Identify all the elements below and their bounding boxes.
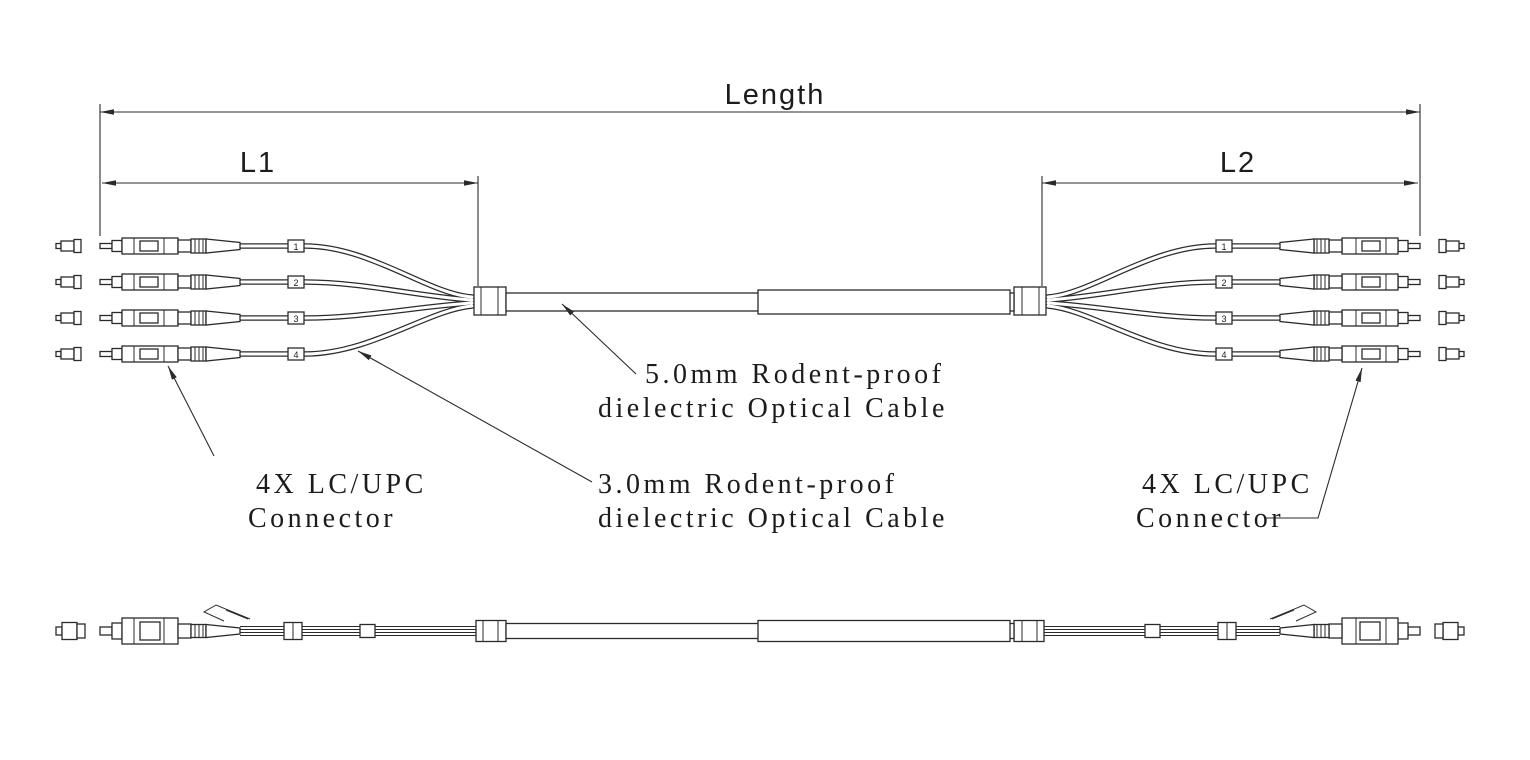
top-view: 1 2 3 4 1 2 3 4 bbox=[56, 238, 1464, 362]
right-connector-label-line2: Connector bbox=[1136, 503, 1284, 534]
left-breakout-assembly bbox=[56, 238, 506, 362]
fanout-number: 3 bbox=[293, 314, 298, 324]
fanout-number: 2 bbox=[1221, 278, 1226, 288]
cable-5mm-label-line2: dielectric Optical Cable bbox=[598, 393, 948, 424]
l2-dimension-label: L2 bbox=[1220, 147, 1256, 179]
cable-3mm-label-line2: dielectric Optical Cable bbox=[598, 503, 948, 534]
left-side-assembly bbox=[56, 605, 506, 644]
dimension-lines: Length L1 L2 bbox=[99, 79, 1421, 286]
fanout-number: 1 bbox=[1221, 242, 1226, 252]
length-dimension-label: Length bbox=[725, 79, 826, 111]
fanout-number: 3 bbox=[1221, 314, 1226, 324]
cable-3mm-label-line1: 3.0mm Rodent-proof bbox=[598, 469, 897, 500]
trunk-cable bbox=[505, 289, 1015, 315]
callouts: 5.0mm Rodent-proof dielectric Optical Ca… bbox=[167, 303, 1363, 534]
fanout-number: 4 bbox=[1221, 350, 1226, 360]
cable-5mm-label-line1: 5.0mm Rodent-proof bbox=[645, 359, 944, 390]
left-connector-label-line2: Connector bbox=[248, 503, 396, 534]
right-breakout-assembly bbox=[1014, 238, 1464, 362]
trunk-cable-side bbox=[505, 619, 1015, 643]
fanout-number: 1 bbox=[293, 242, 298, 252]
fanout-number: 4 bbox=[293, 350, 298, 360]
l1-dimension-label: L1 bbox=[240, 147, 276, 179]
side-view bbox=[56, 605, 1464, 644]
right-connector-label-line1: 4X LC/UPC bbox=[1142, 469, 1313, 500]
right-side-assembly bbox=[1014, 605, 1464, 644]
left-connector-label-line1: 4X LC/UPC bbox=[256, 469, 427, 500]
fanout-number: 2 bbox=[293, 278, 298, 288]
